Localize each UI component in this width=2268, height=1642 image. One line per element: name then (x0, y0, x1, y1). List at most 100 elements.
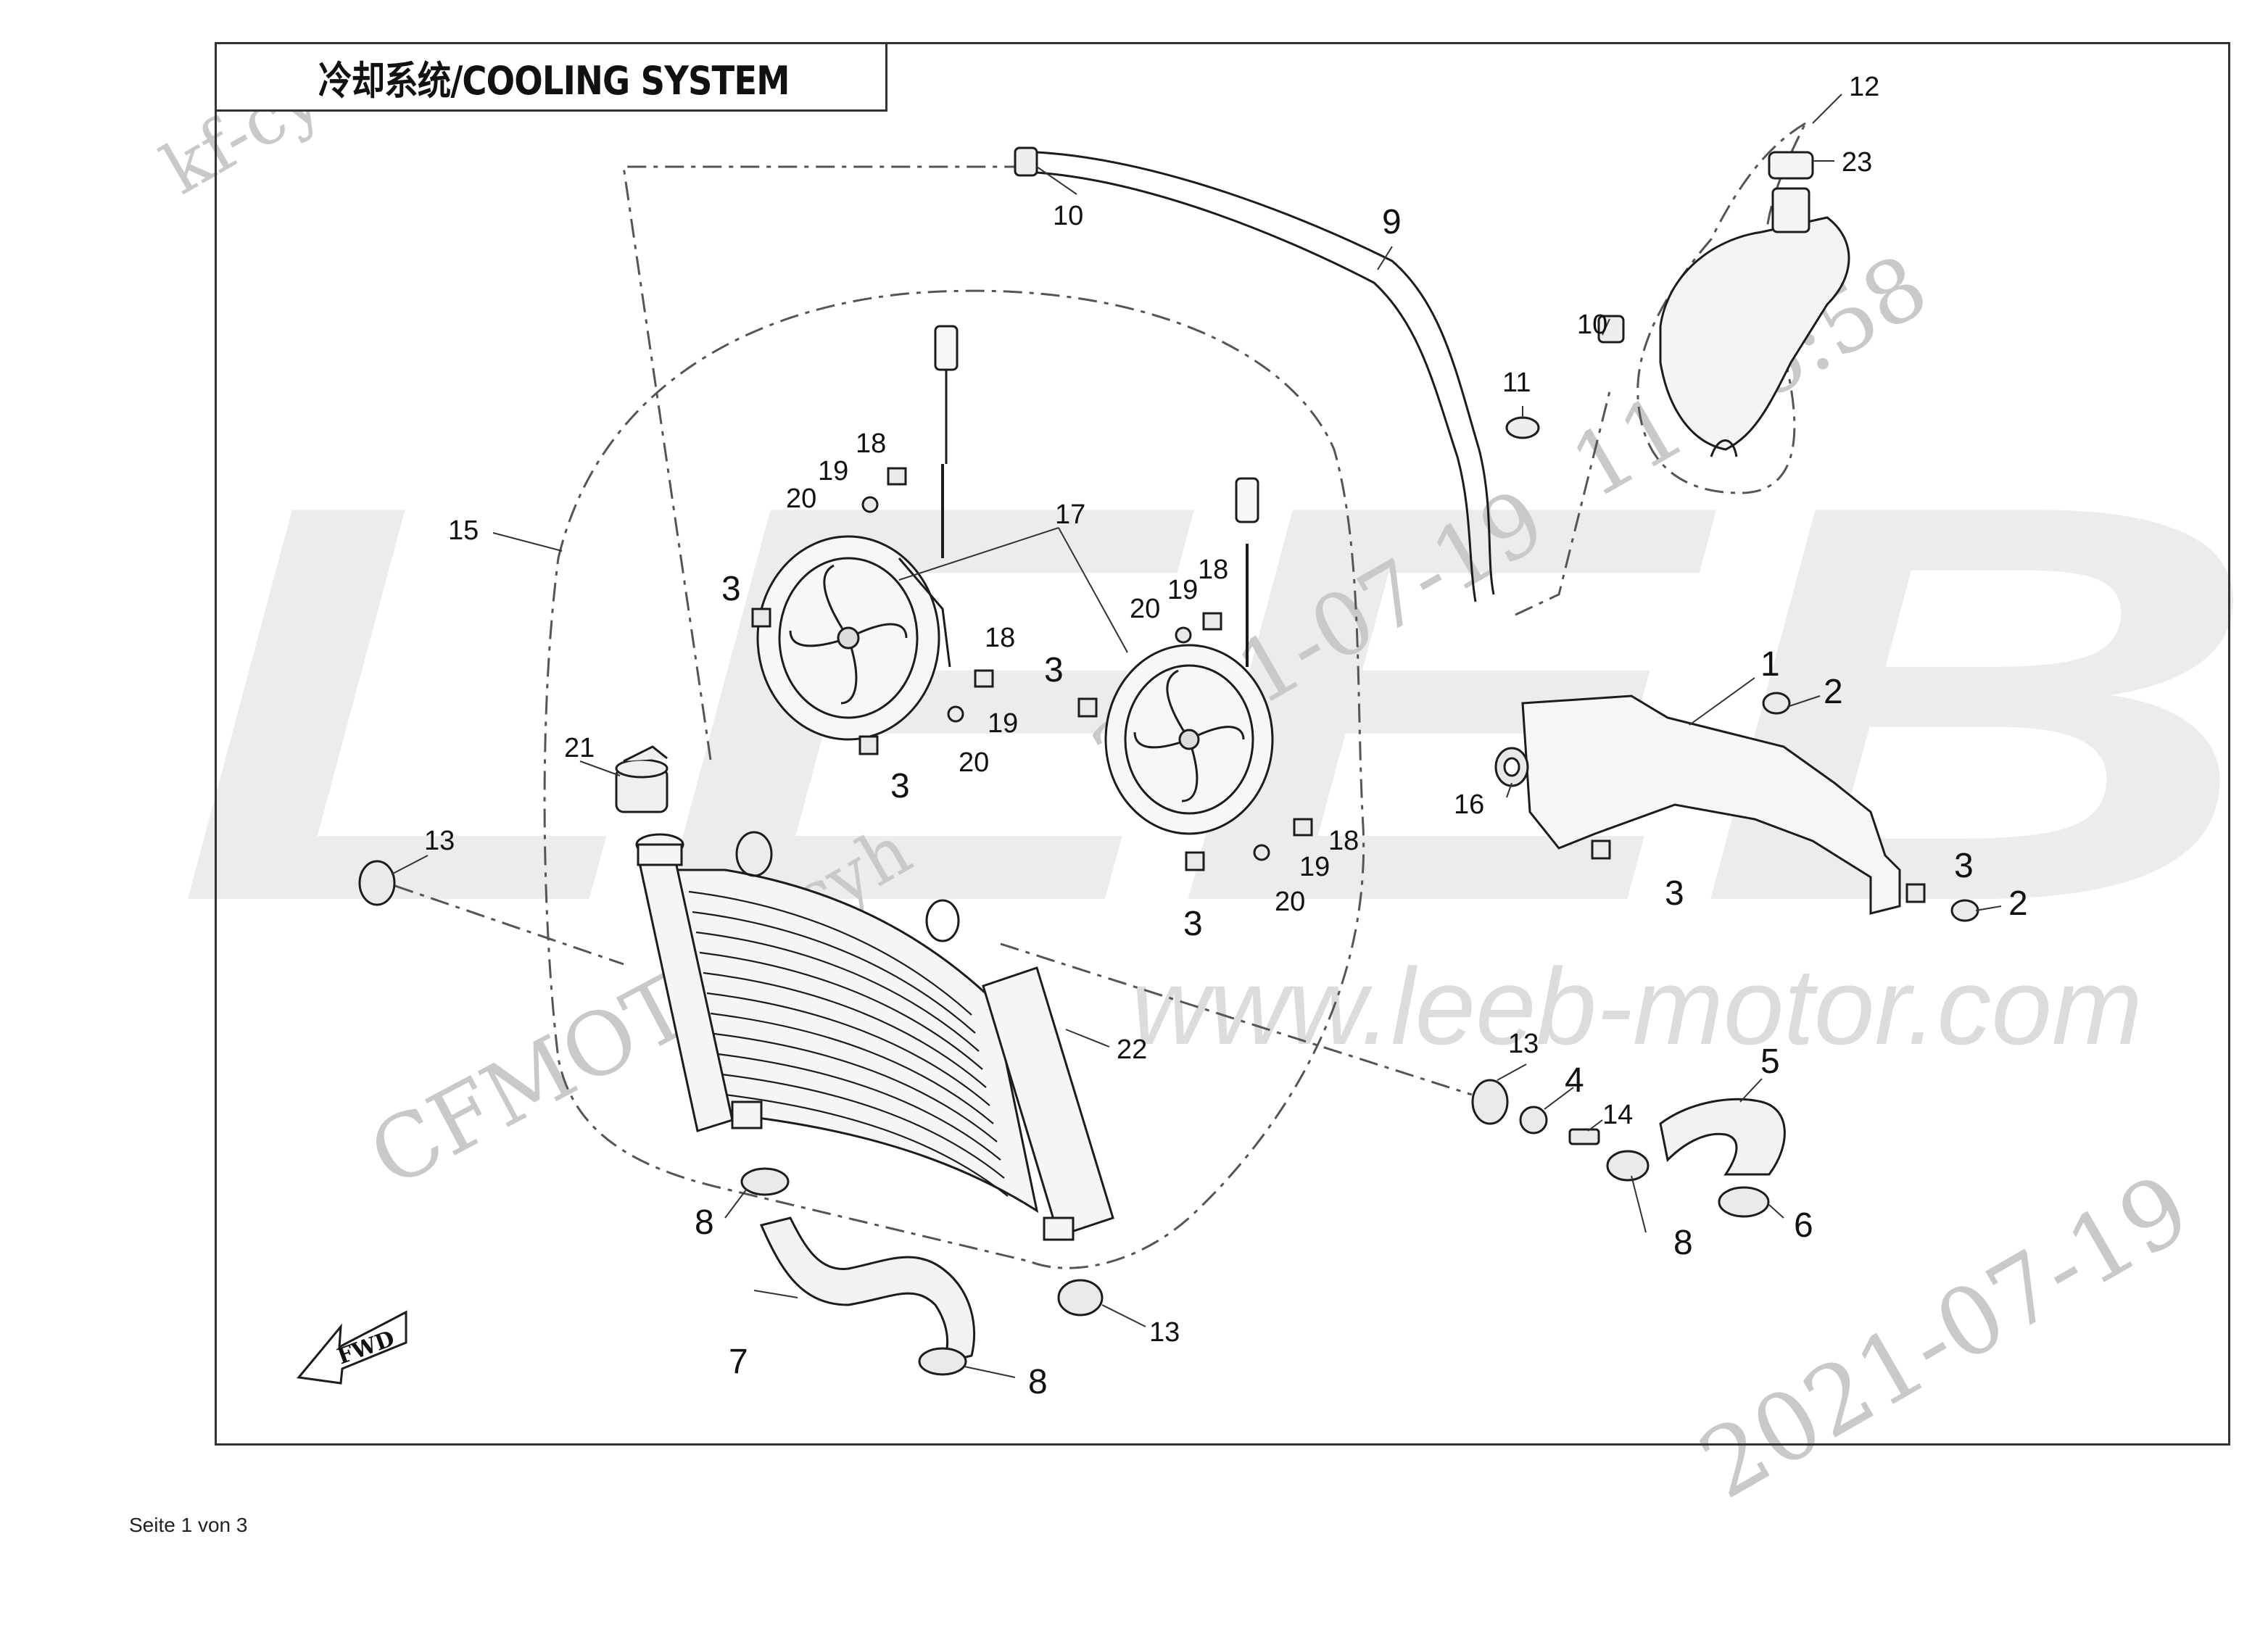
callout-21: 21 (564, 733, 595, 763)
callout-8-left: 8 (695, 1203, 714, 1242)
callout-13-bottom: 13 (1149, 1317, 1180, 1348)
washer-20d (1253, 844, 1270, 861)
callout-17: 17 (1055, 499, 1085, 530)
callout-8-bottom: 8 (1028, 1363, 1048, 1401)
radiator-fins (688, 890, 1009, 1197)
overflow-hose (1036, 151, 1495, 602)
fan-shroud-bracket (1521, 694, 1901, 915)
callout-9: 9 (1382, 203, 1402, 241)
callout-19-a: 19 (818, 456, 848, 486)
dashed-group-lines (394, 120, 1808, 1269)
bolt-18c (1202, 612, 1222, 631)
callout-3-d: 3 (1183, 905, 1203, 943)
washer-4 (1519, 1106, 1548, 1135)
callout-3-f: 3 (1954, 847, 1974, 885)
page-footer: Seite 1 von 3 (129, 1514, 248, 1536)
grommet-13-left (358, 860, 396, 906)
tank-hose-link (1515, 391, 1611, 616)
callout-13-left: 13 (424, 826, 455, 856)
clamp-8-left (740, 1167, 790, 1196)
radiator-assembly (635, 831, 1114, 1241)
callout-15: 15 (448, 515, 479, 546)
callout-20-c: 20 (1130, 594, 1160, 624)
lower-hose-7 (759, 1216, 976, 1365)
callout-14: 14 (1602, 1100, 1633, 1130)
callout-19-c: 19 (1167, 575, 1198, 605)
callout-6: 6 (1794, 1206, 1813, 1245)
callout-19-d: 19 (1299, 852, 1330, 882)
callout-7: 7 (729, 1343, 748, 1381)
rubber-grommet-16 (1494, 747, 1529, 787)
callout-11: 11 (1502, 368, 1531, 398)
bolt-18b (974, 669, 994, 688)
washer-20c (1175, 626, 1192, 644)
callout-18-b: 18 (985, 623, 1015, 653)
callout-19-b: 19 (988, 708, 1018, 739)
callout-3-e: 3 (1665, 874, 1684, 913)
callout-4: 4 (1565, 1061, 1584, 1100)
callout-18-d: 18 (1328, 826, 1359, 856)
screw-2-upper (1762, 692, 1791, 715)
callout-3-b: 3 (890, 767, 910, 805)
callout-22: 22 (1117, 1034, 1147, 1065)
callout-labels: 1 2 2 3 3 3 3 3 3 4 5 6 7 8 8 8 9 10 10 … (424, 72, 2028, 1401)
callout-3-a: 3 (721, 570, 741, 608)
bolt-14 (1568, 1128, 1600, 1145)
callout-2-lower: 2 (2008, 884, 2028, 923)
title-box: 冷却系统/COOLING SYSTEM (215, 42, 887, 112)
callout-20-b: 20 (959, 747, 989, 778)
callout-10-left: 10 (1053, 201, 1083, 231)
radiator-outlet-left (731, 1100, 763, 1129)
radiator-cap (615, 745, 669, 813)
fan-assembly-left (756, 325, 959, 741)
radiator-core (644, 868, 1039, 1214)
nut-3a (751, 608, 771, 628)
bolt-18a (887, 467, 907, 486)
bolt-18d (1293, 818, 1313, 837)
callout-20-d: 20 (1275, 887, 1305, 917)
leader-lines (391, 94, 2002, 1378)
lower-hose-5 (1659, 1098, 1786, 1176)
callout-23: 23 (1842, 147, 1872, 178)
callout-1: 1 (1760, 645, 1780, 684)
coolant-reservoir (1659, 151, 1850, 457)
nut-3f (1905, 883, 1926, 903)
callout-16: 16 (1454, 789, 1484, 820)
radiator-outlet-right (1043, 1216, 1075, 1241)
callout-18-a: 18 (856, 428, 886, 459)
hardware-parts (358, 467, 1979, 1376)
nut-3c (1077, 697, 1098, 718)
fan-assembly-right (1104, 477, 1274, 835)
clamp-8-right (1606, 1150, 1650, 1182)
watermark-website: www.leeb-motor.com (1131, 945, 2143, 1067)
nut-3b (858, 735, 879, 755)
radiator-grommet-link-left (394, 884, 624, 966)
radiator-grommet-link-right (1000, 942, 1473, 1096)
nut-3d (1185, 851, 1205, 871)
callout-12: 12 (1849, 72, 1879, 102)
callout-8-right: 8 (1673, 1224, 1693, 1262)
hose-clamps (1014, 146, 1625, 439)
diagram-frame (215, 42, 2230, 1446)
callout-2-upper: 2 (1824, 673, 1843, 711)
clamp-6 (1718, 1186, 1770, 1218)
radiator-mount-tab-left (735, 831, 773, 877)
fill-cap-hose-link (622, 165, 1030, 760)
callout-18-c: 18 (1198, 555, 1228, 585)
callout-3-c: 3 (1044, 651, 1064, 689)
radiator-mount-tab-right (925, 899, 960, 942)
callout-5: 5 (1760, 1042, 1780, 1081)
nut-3e (1591, 839, 1611, 860)
grommet-13-bottom (1057, 1279, 1104, 1316)
grommet-13-right (1471, 1079, 1509, 1125)
clamp-8-bottom (918, 1347, 967, 1376)
callout-20-a: 20 (786, 484, 816, 514)
washer-20b (947, 705, 964, 723)
page-title: 冷却系统/COOLING SYSTEM (318, 57, 790, 104)
callout-13-right: 13 (1508, 1029, 1539, 1059)
fan-group-outline-15 (543, 289, 1365, 1269)
callout-10-right: 10 (1577, 310, 1607, 340)
radiator-right-tank (982, 966, 1114, 1237)
